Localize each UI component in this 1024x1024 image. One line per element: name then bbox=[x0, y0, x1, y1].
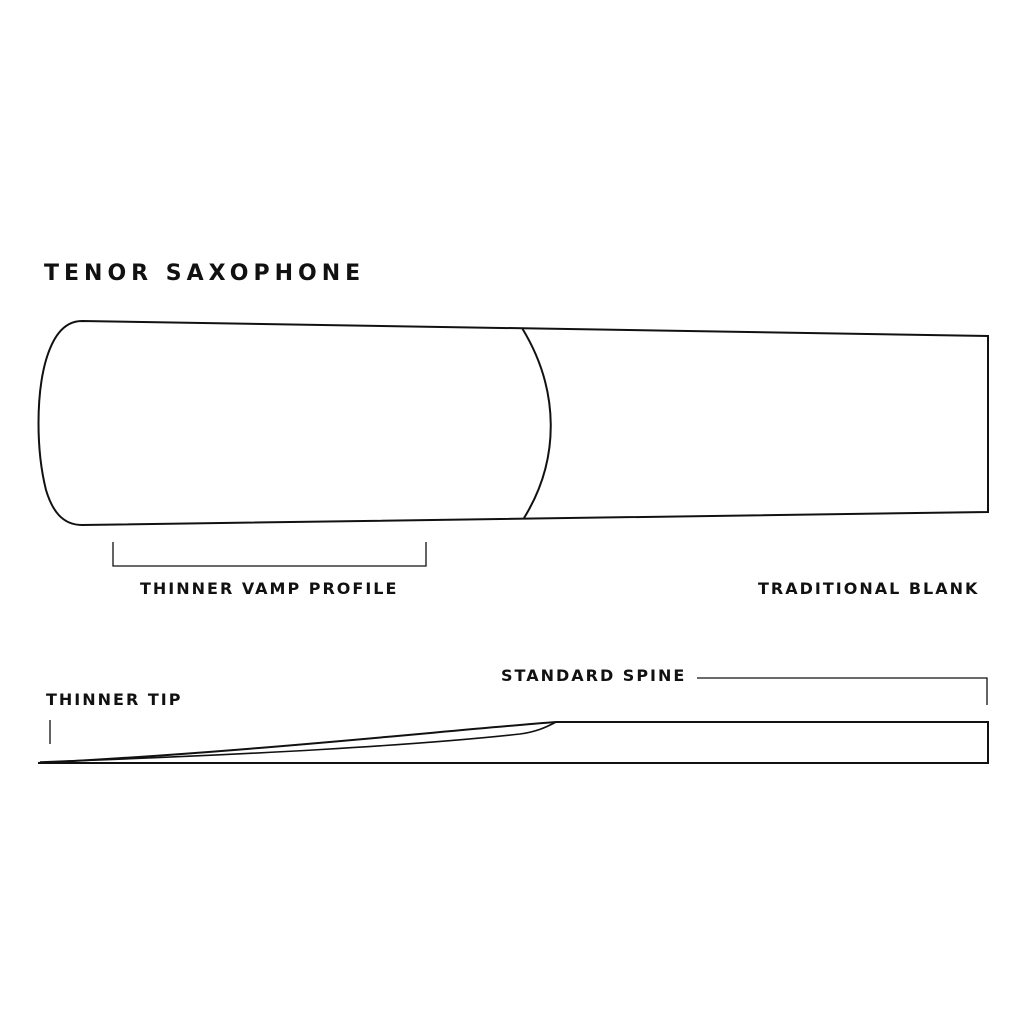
vamp-boundary-curve bbox=[521, 327, 552, 519]
diagram-title: TENOR SAXOPHONE bbox=[44, 261, 366, 286]
reed-side-vamp-line bbox=[39, 721, 557, 763]
label-thinner-tip: THINNER TIP bbox=[46, 690, 183, 709]
vamp-bracket bbox=[112, 542, 427, 567]
label-traditional-blank: TRADITIONAL BLANK bbox=[758, 579, 980, 598]
reed-top-outline bbox=[37, 319, 989, 527]
spine-bracket bbox=[697, 677, 988, 705]
label-standard-spine: STANDARD SPINE bbox=[501, 666, 687, 685]
reed-side-profile bbox=[37, 721, 989, 764]
label-thinner-vamp-profile: THINNER VAMP PROFILE bbox=[140, 579, 399, 598]
